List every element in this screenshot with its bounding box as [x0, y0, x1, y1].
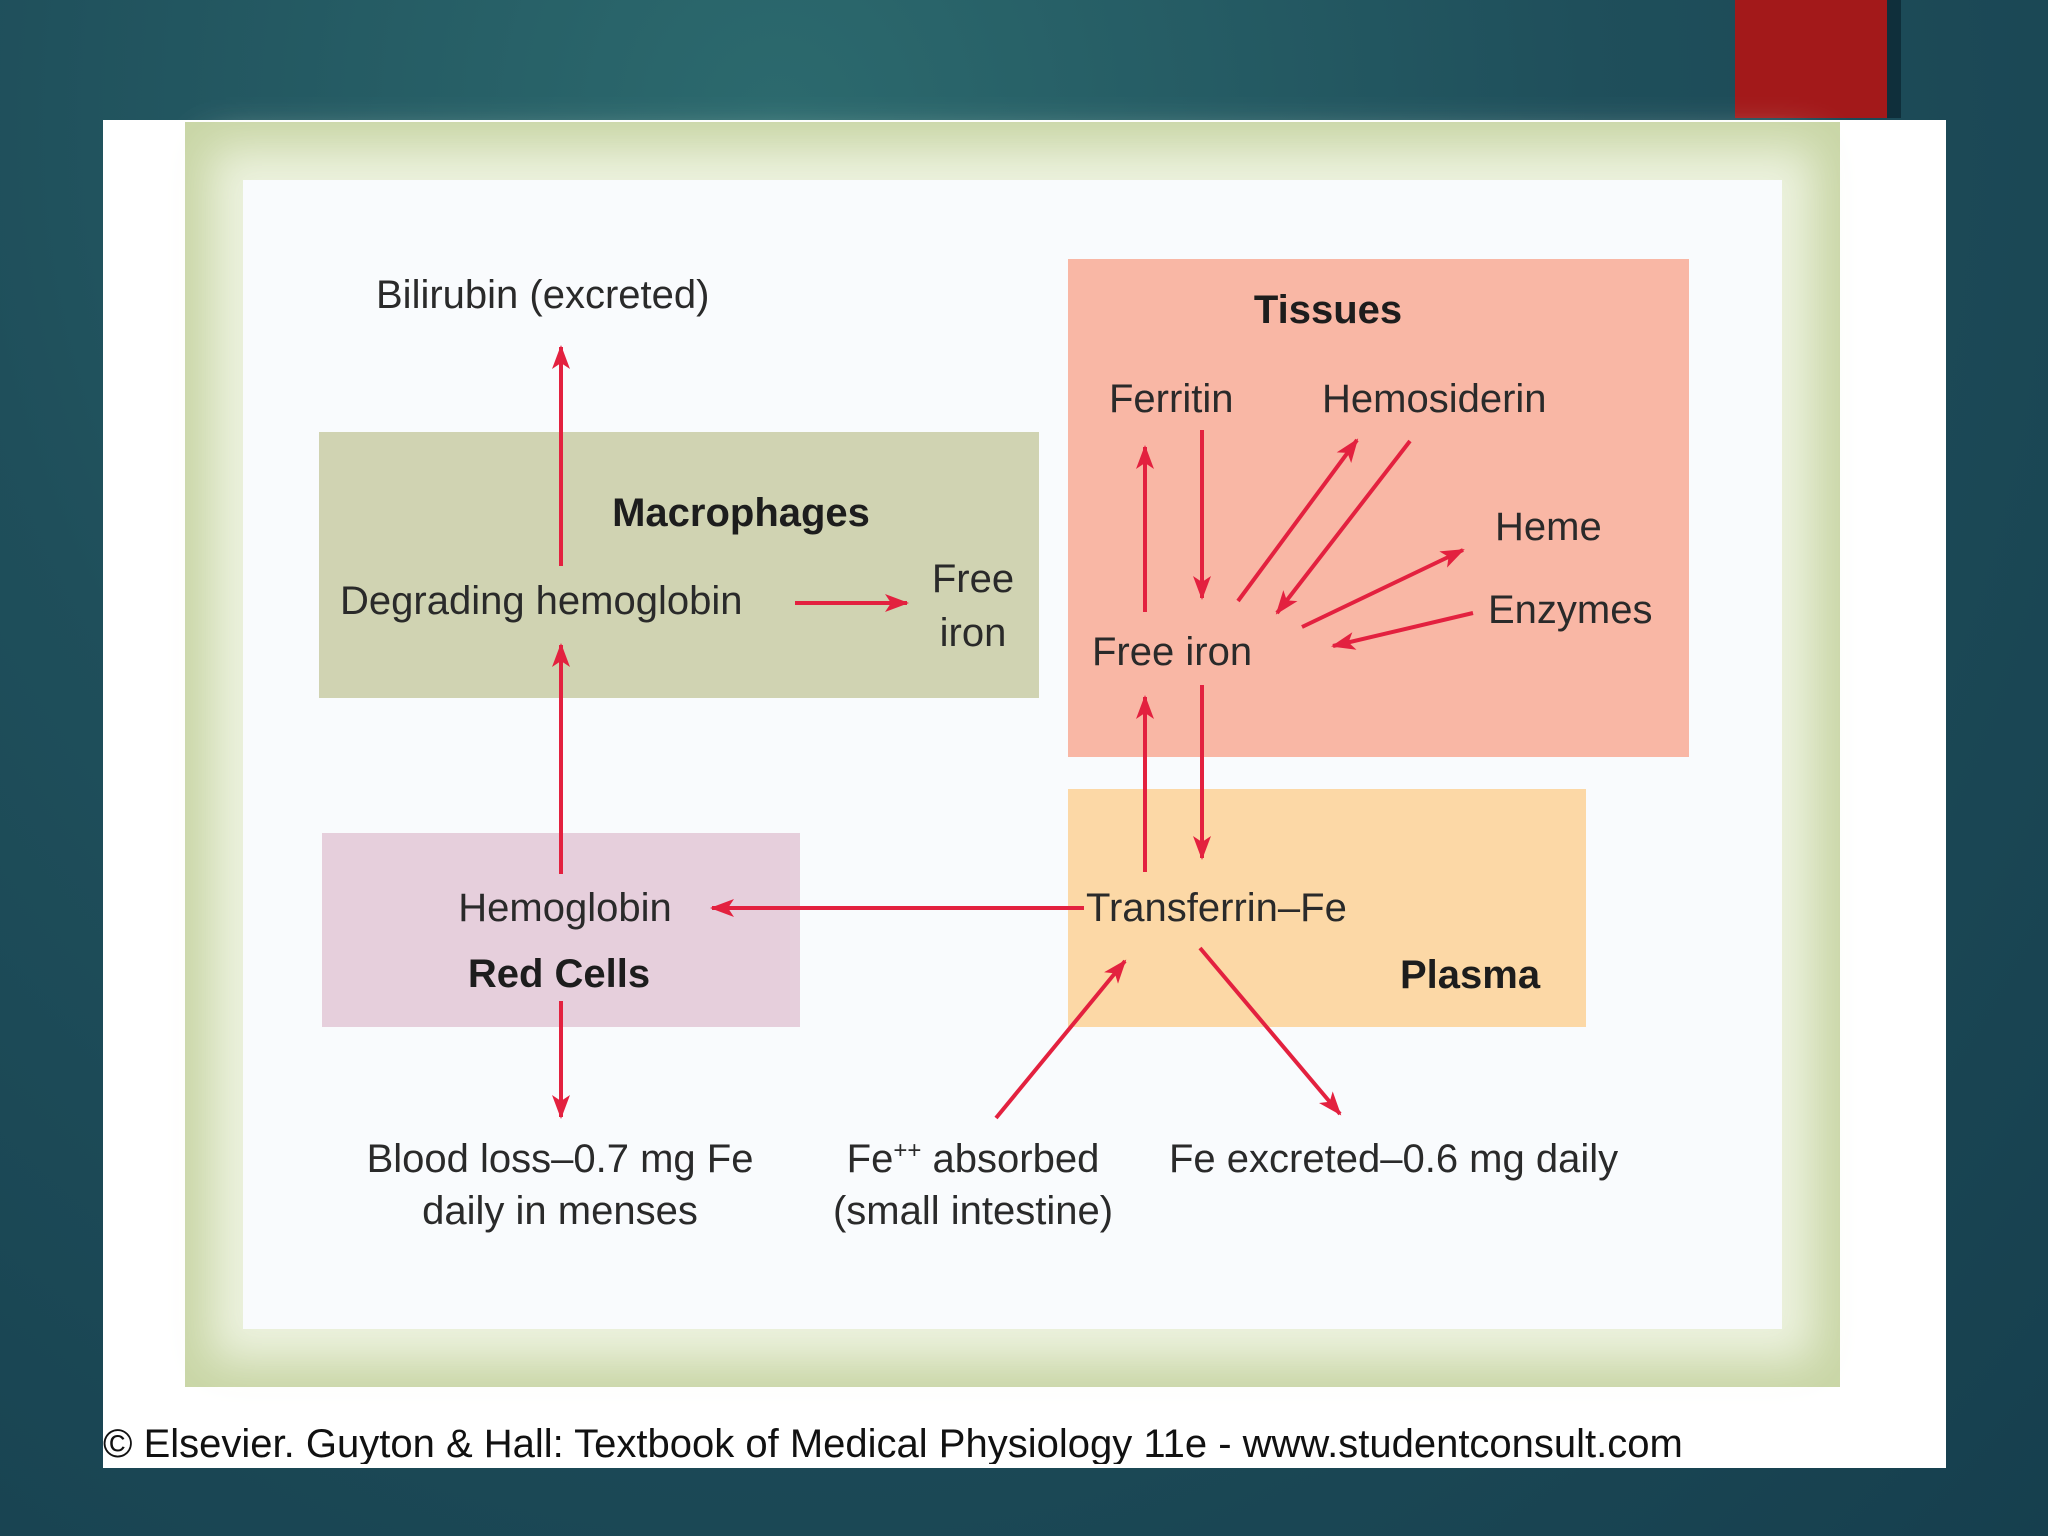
free-iron-macrophage-label-line2: iron	[939, 611, 1007, 655]
macrophages-box	[319, 432, 1039, 698]
heme-label: Heme	[1495, 505, 1602, 549]
free-iron-macrophage-label-line1: Free	[931, 557, 1015, 601]
slide-accent-red-bar	[1735, 0, 1887, 118]
blood-loss-label-line1: Blood loss–0.7 mg Fe	[366, 1137, 754, 1181]
red-cells-title: Red Cells	[467, 952, 651, 996]
tissues-title: Tissues	[1253, 288, 1403, 332]
arrow-free-iron-to-hemosiderin	[1236, 438, 1359, 603]
bilirubin-label: Bilirubin (excreted)	[376, 273, 710, 317]
arrow-absorbed-to-transferrin	[994, 959, 1127, 1120]
blood-loss-label-line2: daily in menses	[422, 1189, 698, 1233]
fe-absorbed-suffix: absorbed	[921, 1137, 1100, 1181]
transferrin-fe-label: Transferrin–Fe	[1086, 886, 1347, 930]
arrow-enzymes-to-free-iron	[1331, 611, 1474, 650]
macrophages-title: Macrophages	[612, 491, 870, 535]
fe-absorbed-prefix: Fe	[846, 1137, 894, 1181]
degrading-hemoglobin-label: Degrading hemoglobin	[340, 579, 743, 623]
slide-accent-dark-bar	[1887, 0, 1901, 118]
arrow-free-iron-to-heme	[1301, 548, 1465, 629]
plasma-title: Plasma	[1400, 953, 1541, 997]
fe-excreted-label: Fe excreted–0.6 mg daily	[1169, 1137, 1619, 1181]
hemosiderin-label: Hemosiderin	[1322, 377, 1547, 421]
fe-absorbed-label-line1: Fe++ absorbed	[846, 1137, 1100, 1181]
ferritin-label: Ferritin	[1109, 377, 1234, 421]
arrow-transferrin-to-excreted	[1198, 946, 1342, 1116]
fe-absorbed-label-line2: (small intestine)	[832, 1189, 1114, 1233]
hemoglobin-label: Hemoglobin	[458, 886, 672, 930]
enzymes-label: Enzymes	[1488, 588, 1653, 632]
plasma-box	[1068, 789, 1586, 1027]
tissues-box	[1068, 259, 1689, 757]
arrow-hemosiderin-to-free-iron	[1275, 439, 1412, 615]
free-iron-tissue-label: Free iron	[1092, 630, 1253, 674]
copyright-credit: © Elsevier. Guyton & Hall: Textbook of M…	[103, 1424, 1683, 1464]
fe-absorbed-superscript: ++	[893, 1137, 922, 1164]
